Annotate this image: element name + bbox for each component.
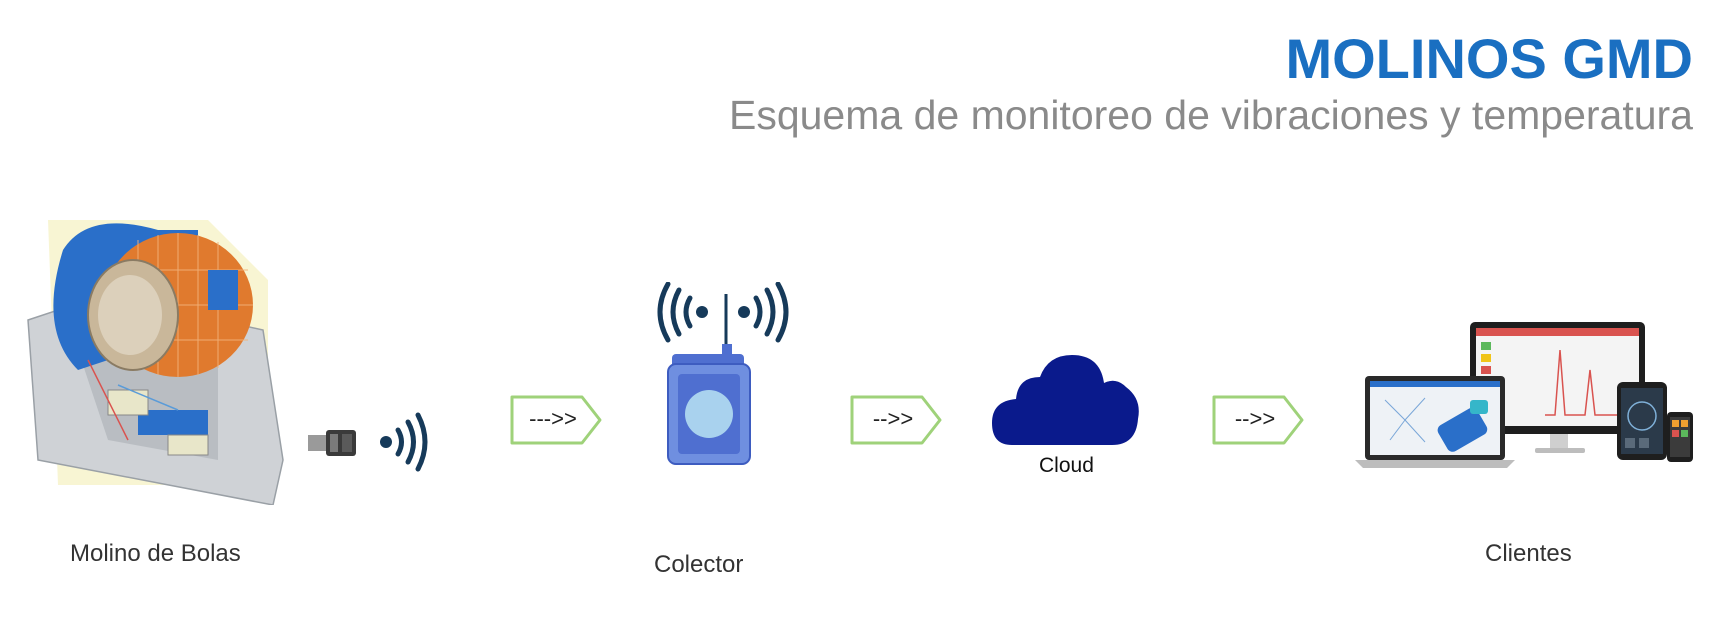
page-subtitle: Esquema de monitoreo de vibraciones y te…	[728, 92, 1693, 138]
collector-label: Colector	[654, 551, 744, 578]
wireless-signal-icon	[380, 412, 428, 472]
flow-arrow-1	[510, 395, 602, 445]
client-devices-illustration	[1355, 322, 1693, 468]
mill-label: Molino de Bolas	[70, 540, 241, 567]
flow-arrow-3-text: -->>	[1234, 406, 1276, 431]
page-title: MOLINOS GMD	[1285, 27, 1693, 90]
collector-device-icon	[657, 282, 789, 465]
cloud-icon	[992, 355, 1139, 445]
clients-label: Clientes	[1485, 540, 1572, 567]
flow-arrow-3	[1212, 395, 1304, 445]
flow-arrow-2-text: -->>	[872, 406, 914, 431]
sensor-icon	[308, 430, 356, 456]
flow-arrow-2	[850, 395, 942, 445]
flow-arrow-1-text: --->>	[529, 406, 577, 431]
cloud-label: Cloud	[1039, 454, 1094, 477]
ball-mill-illustration	[27, 220, 284, 505]
